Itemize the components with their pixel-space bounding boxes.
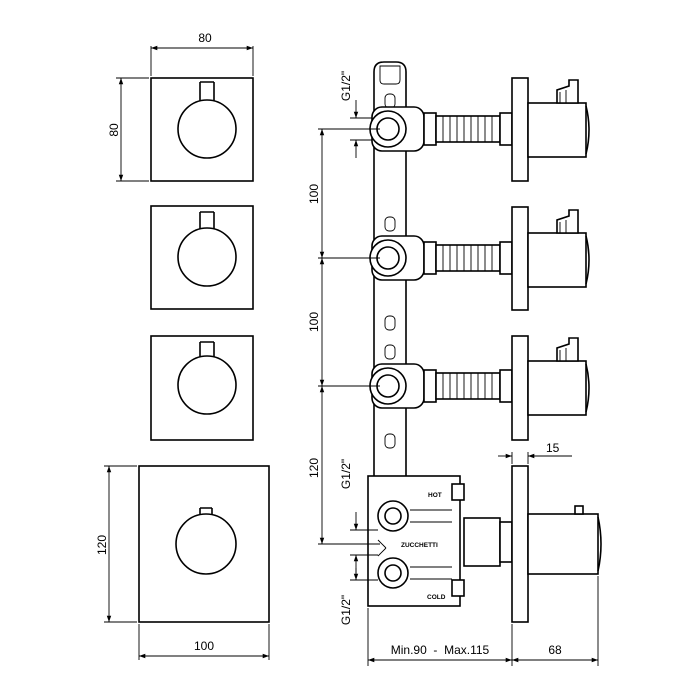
side-dimensions: 100 100 120 G1/2" G1/2" G1/2" 15 Min.90 … xyxy=(307,71,599,666)
dim-depth-range: Min.90 - Max.115 xyxy=(391,643,490,657)
dim-thread-bottom: G1/2" xyxy=(339,595,353,625)
dim-projection: 68 xyxy=(548,643,562,657)
front-plate-2 xyxy=(150,205,254,310)
dim-plate-large-width: 100 xyxy=(194,639,214,653)
fitting-1 xyxy=(369,77,590,182)
dim-plate-large-height: 120 xyxy=(95,535,109,555)
front-views xyxy=(138,77,270,623)
dim-thread-mid: G1/2" xyxy=(339,459,353,489)
front-plate-large xyxy=(138,465,270,623)
dim-spacing-2: 100 xyxy=(307,312,321,332)
front-plate-1 xyxy=(150,77,254,182)
side-view: HOT ZUCCHETTI COLD xyxy=(367,61,602,623)
fitting-3 xyxy=(369,335,590,441)
thermostatic-body: HOT ZUCCHETTI COLD xyxy=(367,465,602,623)
label-cold: COLD xyxy=(427,594,446,601)
dim-spacing-1: 100 xyxy=(307,184,321,204)
dim-thread-top: G1/2" xyxy=(339,71,353,101)
dim-spacing-3: 120 xyxy=(307,458,321,478)
front-plate-3 xyxy=(150,335,254,441)
dim-plate-thickness: 15 xyxy=(546,441,560,455)
label-hot: HOT xyxy=(428,492,442,499)
label-brand: ZUCCHETTI xyxy=(401,542,438,549)
fitting-2 xyxy=(369,206,590,311)
dim-plate-height: 80 xyxy=(107,123,121,137)
dim-plate-width: 80 xyxy=(198,31,212,45)
front-dimensions: 80 80 120 100 xyxy=(95,31,270,660)
